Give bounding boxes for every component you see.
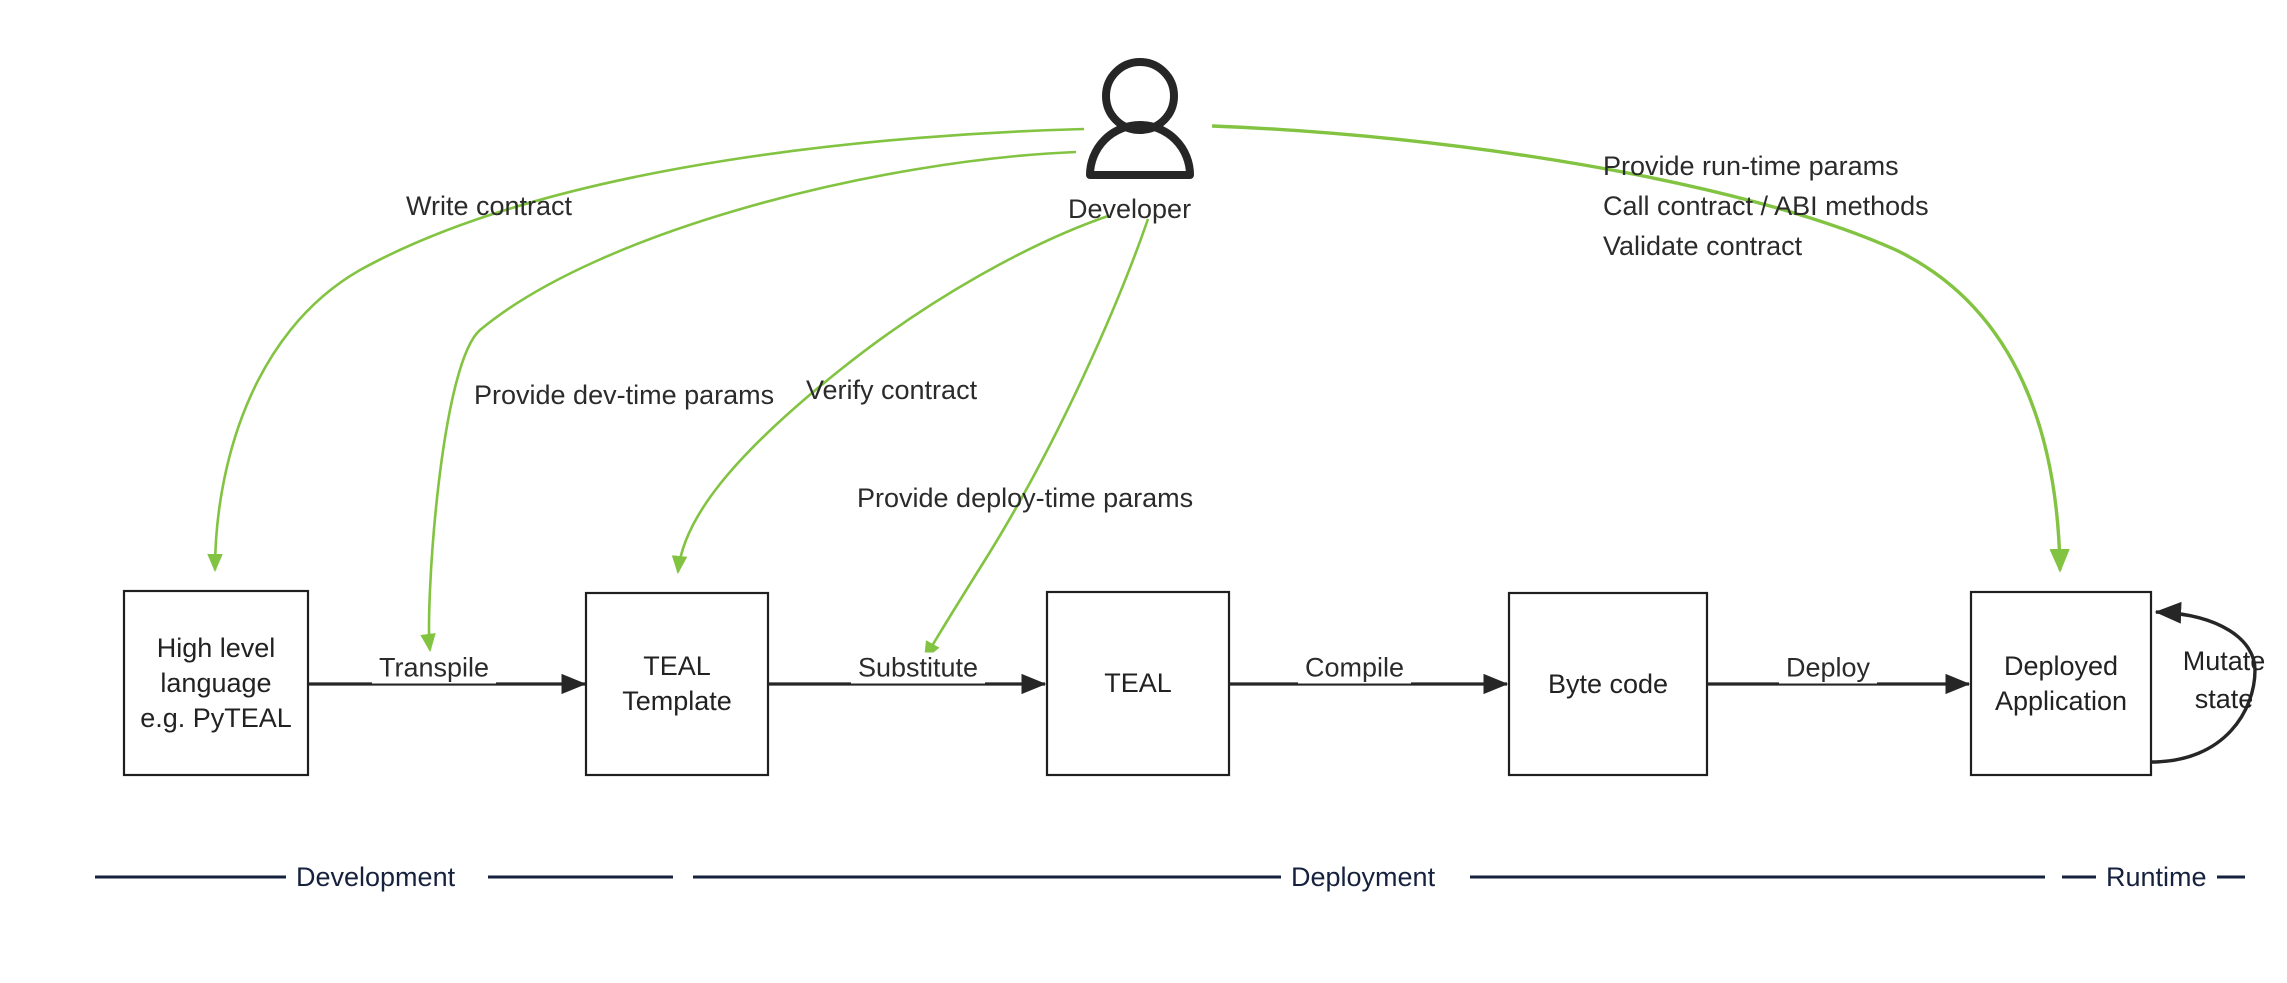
edge-label-mutate-state: Mutate state [2182, 646, 2266, 714]
person-icon [1086, 58, 1194, 179]
edge-label-compile: Compile [1298, 652, 1412, 684]
action-label-write-contract: Write contract [406, 191, 573, 221]
node-label-byte-code: Byte code [1547, 668, 1669, 699]
node-teal[interactable] [1045, 590, 1231, 777]
runtime-note-line-1: Provide run-time params [1603, 151, 1899, 181]
edge-label-deploy: Deploy [1779, 652, 1878, 684]
phase-label-development: Development [286, 862, 466, 893]
phase-label-deployment: Deployment [1281, 862, 1446, 893]
node-label-deployed-application: Deployed Application [1994, 650, 2128, 716]
node-teal-template[interactable] [584, 591, 770, 777]
action-label-verify-contract: Verify contract [806, 375, 978, 405]
edge-mutate-state-loop [2150, 601, 2257, 764]
edge-label-substitute: Substitute [851, 652, 986, 684]
curve-provide-deploy-time-params [923, 218, 1150, 660]
node-label-teal-template: TEAL Template [622, 651, 732, 716]
curve-write-contract [207, 127, 1085, 573]
actor-label-developer: Developer [1068, 194, 1192, 224]
runtime-note-line-2: Call contract / ABI methods [1603, 191, 1929, 221]
curve-verify-contract [671, 214, 1109, 575]
phase-label-runtime: Runtime [2096, 862, 2217, 893]
node-byte-code[interactable] [1507, 591, 1709, 777]
edge-label-transpile: Transpile [372, 652, 497, 684]
runtime-note-line-3: Validate contract [1603, 231, 1803, 261]
node-label-high-level-language: High level language e.g. PyTEAL [140, 632, 292, 733]
curve-provide-dev-time-params [420, 150, 1077, 653]
action-label-provide-deploy-time-params: Provide deploy-time params [857, 483, 1194, 513]
node-high-level-language[interactable] [122, 589, 310, 777]
node-label-teal: TEAL [1104, 668, 1172, 698]
curve-runtime-actions [1211, 124, 2070, 573]
node-deployed-application[interactable] [1969, 590, 2153, 777]
action-label-provide-dev-time-params: Provide dev-time params [474, 380, 775, 410]
runtime-notes-block: Provide run-time params Call contract / … [1603, 146, 1929, 266]
